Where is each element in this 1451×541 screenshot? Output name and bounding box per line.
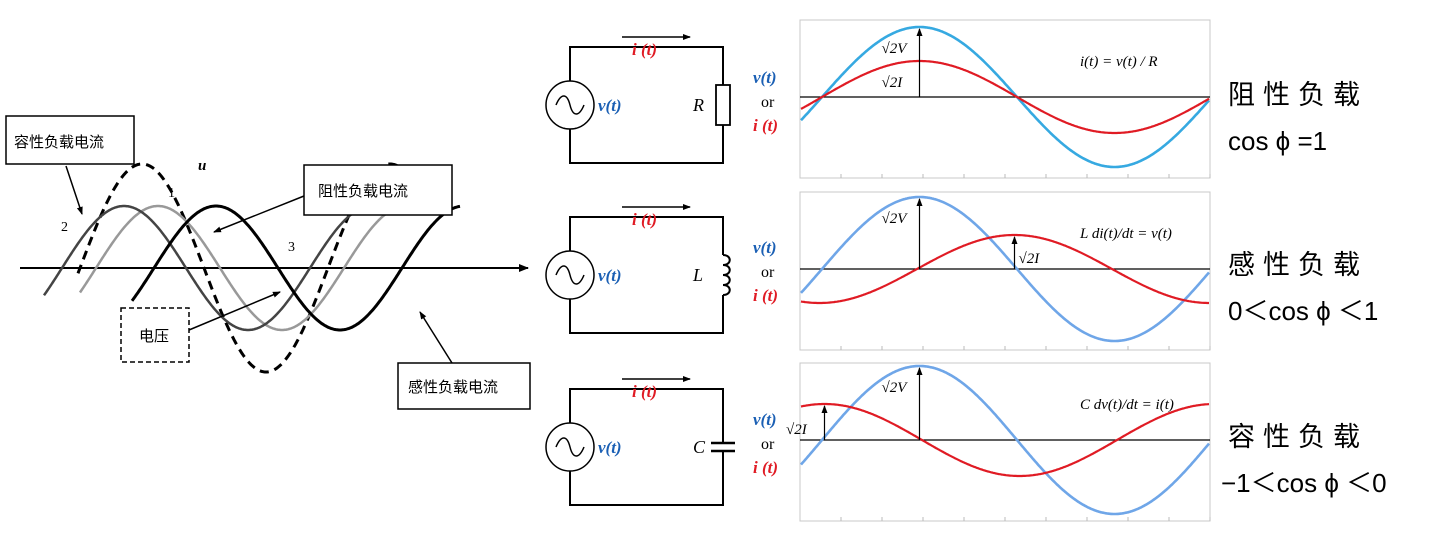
voltage-waveform [800,25,1210,169]
inductive-current-label: 感性负载电流 [408,378,498,396]
power-factor-label: −1＜cos ϕ ＜0 [1221,468,1387,498]
plot-frame [799,19,1211,179]
plot-frame [799,362,1211,522]
voltage-curve-mark: u [198,158,206,174]
component-symbol: C [693,437,706,457]
power-factor-label: cos ϕ =1 [1228,126,1327,156]
circuit-schematic: v(t) i (t) L [545,204,731,334]
source-voltage-label: v(t) [598,96,622,115]
plot-or-label: or [761,436,775,453]
plot-voltage-legend: v(t) [753,68,777,87]
component-symbol: R [692,95,704,115]
resistive-current-pointer [213,195,305,233]
voltage-pointer [188,291,281,331]
plot-or-label: or [761,94,775,111]
source-voltage-label: v(t) [598,266,622,285]
voltage-label-box [120,307,190,363]
current-peak-label: √2I [882,75,904,91]
load-type-label: 容性负载 [1228,422,1368,453]
resistive-current-curve [78,204,391,332]
capacitive-current-label: 容性负载电流 [14,133,104,151]
voltage-peak-label: √2V [882,380,909,396]
current-label: i (t) [632,382,657,401]
waveform-plot: √2V √2I C dv(t)/dt = i(t) [786,362,1211,522]
inductive-current-curve [130,204,461,332]
inductive-current-label-box [397,362,531,410]
plot-frame [799,191,1211,351]
waveform-plot: √2V √2I L di(t)/dt = v(t) [799,191,1211,351]
waveform-plot: √2V √2I i(t) = v(t) / R [799,19,1211,179]
circuit-wire-bottom [569,467,724,506]
circuit-row-l: v(t) i (t) Lv(t) or i (t) √2V √2I L di(t)/dt = … [545,191,1378,351]
curve-mark-2: 2 [61,220,68,235]
voltage-curve [76,162,422,374]
current-label: i (t) [632,40,657,59]
inductor-icon [722,254,731,296]
left-waveform-diagram: u 1 2 3 容性负载电流 阻性负载电流 电压 感性负载电流 [5,115,531,410]
load-type-label: 阻性负载 [1228,80,1368,111]
circuit-wire-bottom [569,125,724,164]
source-voltage-label: v(t) [598,438,622,457]
current-waveform [800,402,1210,478]
plot-current-legend: i (t) [753,286,778,305]
plot-voltage-legend: v(t) [753,410,777,429]
circuit-row-c: v(t) i (t) Cv(t) or i (t) √2V √2I C dv(t)/dt = … [545,362,1387,522]
plot-voltage-legend: v(t) [753,238,777,257]
load-type-label: 感性负载 [1228,250,1368,281]
resistive-current-label: 阻性负载电流 [318,182,408,200]
circuit-wire-top [569,388,724,427]
current-waveform [800,59,1210,135]
plot-current-legend: i (t) [753,458,778,477]
plot-or-label: or [761,264,775,281]
plot-current-legend: i (t) [753,116,778,135]
curve-mark-3: 3 [288,240,295,255]
voltage-waveform [800,364,1210,516]
capacitive-current-curve [42,204,361,332]
circuit-wire-top [569,46,724,85]
current-waveform [800,233,1209,305]
capacitive-current-pointer [65,165,83,215]
voltage-peak-label: √2V [882,41,909,57]
capacitive-current-label-box [5,115,135,165]
current-peak-label: √2I [786,422,808,438]
inductive-current-pointer [419,311,453,364]
circuit-row-r: v(t) i (t) Rv(t) or i (t) √2V √2I i(t) = v(t) /… [545,19,1368,179]
circuit-equation: C dv(t)/dt = i(t) [1080,397,1174,413]
sine-wave-icon [555,265,585,285]
circuit-schematic: v(t) i (t) C [545,376,735,506]
power-factor-label: 0＜cos ϕ ＜1 [1228,296,1378,326]
current-label: i (t) [632,210,657,229]
circuit-equation: L di(t)/dt = v(t) [1079,226,1172,242]
circuit-wire-top [569,216,724,255]
curve-mark-1: 1 [168,186,175,201]
voltage-peak-label: √2V [882,211,909,227]
sine-wave-icon [555,437,585,457]
component-symbol: L [692,265,703,285]
circuit-rows: v(t) i (t) Rv(t) or i (t) √2V √2I i(t) = v(t) /… [545,19,1387,522]
circuit-schematic: v(t) i (t) R [545,34,731,164]
voltage-waveform [800,195,1210,343]
sine-wave-icon [555,95,585,115]
resistor-icon [715,84,731,126]
circuit-equation: i(t) = v(t) / R [1080,54,1158,70]
circuit-wire-bottom [569,295,724,334]
resistive-current-label-box [303,164,453,216]
current-peak-label: √2I [1019,251,1041,267]
voltage-label: 电压 [139,327,169,345]
